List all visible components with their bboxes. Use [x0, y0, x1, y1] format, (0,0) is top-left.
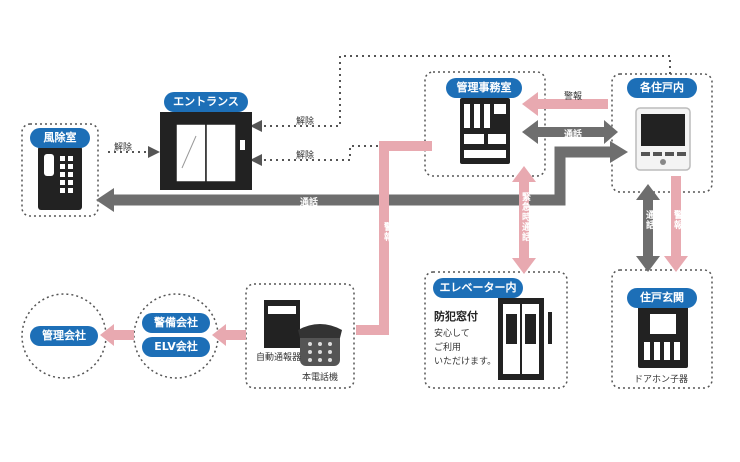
- node-jukonokan: 住戸玄関: [627, 288, 697, 308]
- notifier-box: [245, 283, 355, 389]
- edge-label-release-1: 解除: [296, 117, 315, 127]
- edge-label-emergency: 緊急時通話: [520, 192, 530, 242]
- alarm-kanri-arrow: [100, 324, 114, 346]
- call-long-line: [112, 146, 612, 206]
- release-line-top: [258, 55, 671, 127]
- call-door-arrow-down: [636, 256, 660, 272]
- call-long-arrowhead-right: [610, 141, 628, 163]
- alarm-vertical-line: [356, 141, 432, 335]
- edge-label-call-door: 通話: [644, 210, 654, 230]
- phone-icon: [298, 324, 342, 366]
- release-arrowhead-1: [250, 120, 262, 132]
- node-entrance: エントランス: [164, 92, 248, 112]
- edge-label-release-2: 解除: [296, 151, 315, 161]
- emergency-arrow-down: [512, 258, 536, 274]
- node-kanri-kaisha: 管理会社: [30, 326, 98, 346]
- call-door-line: [643, 196, 653, 260]
- node-kazayoke: 風除室: [30, 128, 90, 148]
- emergency-arrow-up: [512, 166, 536, 182]
- call-top-arrow-left: [522, 120, 538, 144]
- alarm-door-arrow: [664, 256, 688, 272]
- jukonokan-box: [611, 269, 713, 389]
- office-panel: [460, 98, 510, 164]
- edge-label-alarm-top: 警報: [564, 92, 583, 102]
- alarm-kanri-line: [110, 330, 134, 340]
- elevator-note-line-3: いただけます。: [434, 357, 497, 367]
- release-arrowhead-2: [250, 154, 262, 166]
- edge-label-alarm-door: 警報: [672, 210, 682, 230]
- node-kanri-office: 管理事務室: [446, 78, 522, 98]
- node-elevator: エレベーター内: [433, 278, 523, 298]
- call-top-arrow-right: [604, 120, 618, 144]
- label-door-handset: ドアホン子器: [634, 375, 689, 385]
- elevator-note-line-1: 安心して: [434, 329, 470, 339]
- kazayoke-box: [21, 123, 99, 217]
- kaku-juko-box: [611, 73, 713, 193]
- edge-label-alarm-vertical: 警報: [382, 222, 392, 242]
- kanri-office-box: [424, 71, 546, 177]
- emergency-line: [519, 176, 529, 262]
- alarm-top-arrow: [522, 92, 538, 116]
- label-auto-notifier: 自動通報器: [256, 353, 302, 363]
- alarm-top-line: [536, 99, 608, 109]
- label-main-phone: 本電話機: [302, 373, 339, 383]
- edge-label-call-top: 通話: [564, 130, 583, 140]
- call-long-arrowhead: [96, 188, 114, 212]
- edge-label-release-3: 解除: [114, 143, 133, 153]
- edge-label-call-main: 通話: [300, 198, 319, 208]
- elevator-note-title: 防犯窓付: [434, 310, 478, 323]
- keibi-circle: [133, 293, 219, 379]
- alarm-keibi-arrow: [212, 324, 226, 346]
- alarm-keibi-line: [222, 330, 246, 340]
- node-elv-kaisha: ELV会社: [142, 337, 210, 357]
- node-kaku-juko: 各住戸内: [627, 78, 697, 98]
- node-keibi-kaisha: 警備会社: [142, 313, 210, 333]
- alarm-door-line: [671, 176, 681, 260]
- elevator-note-line-2: ご利用: [434, 343, 462, 353]
- call-door-arrow-up: [636, 184, 660, 200]
- release-arrowhead-3: [148, 146, 160, 158]
- call-top-line: [534, 127, 608, 137]
